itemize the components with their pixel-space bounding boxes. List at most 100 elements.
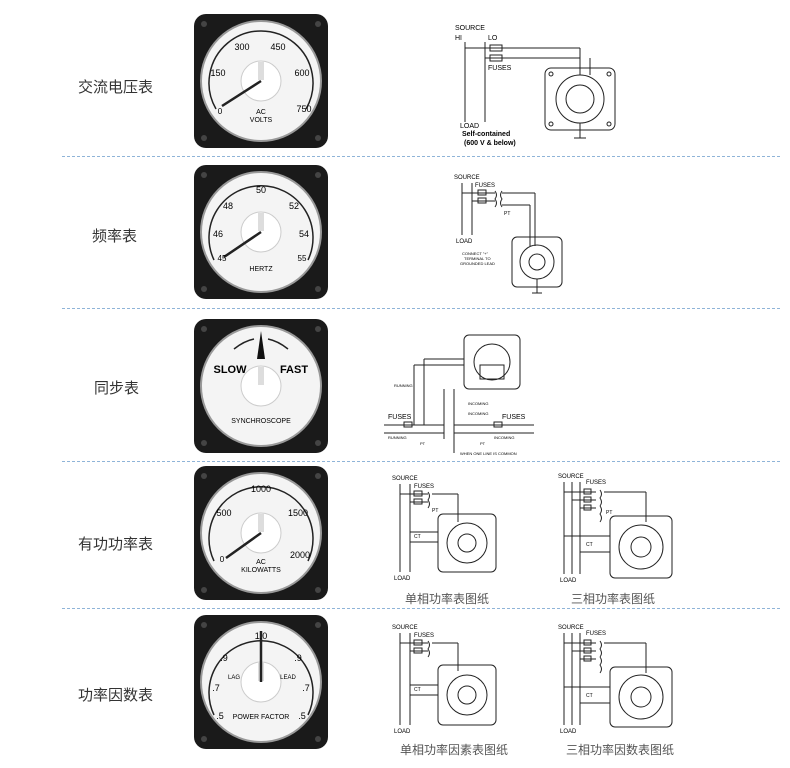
row-frequency-meter: 频率表 46 48 50 52 54 55 45 HERTZ SOUR bbox=[0, 157, 790, 309]
row-synchroscope: 同步表 SLOW FAST SYNCHROSCOPE RUNNING INCOM… bbox=[0, 309, 790, 462]
row-label: 同步表 bbox=[94, 379, 140, 397]
diagram-caption: 三相功率表图纸 bbox=[571, 592, 656, 606]
power-factor-meter-image: 1.0 .9 .7 .5 .9 .7 .5 LAG LEAD POWER FAC… bbox=[194, 615, 328, 749]
diagram-label: FUSES bbox=[502, 414, 526, 421]
row-divider bbox=[62, 461, 780, 462]
diagram-note: CONNECT "+" bbox=[462, 251, 489, 256]
diagram-label: SOURCE bbox=[455, 25, 485, 32]
diagram-label: LO bbox=[488, 35, 498, 42]
diagram-label: CT bbox=[414, 534, 421, 540]
row-divider bbox=[62, 156, 780, 157]
scale-label: .7 bbox=[212, 683, 220, 693]
diagram-label: FUSES bbox=[475, 183, 495, 189]
single-phase-pf-meter-diagram: SOURCE FUSES CT LOAD bbox=[392, 625, 497, 735]
zero-label: 0 bbox=[218, 107, 223, 116]
diagram-note: WHEN ONE LINE IS COMMON bbox=[460, 451, 517, 456]
scale-label: 55 bbox=[298, 254, 307, 263]
diagram-label: SOURCE bbox=[558, 625, 584, 631]
diagram-label: CT bbox=[586, 693, 593, 699]
zero-label: 0 bbox=[220, 555, 225, 564]
row-label: 频率表 bbox=[92, 227, 138, 245]
diagram-label: FUSES bbox=[586, 631, 606, 637]
single-phase-wattmeter-diagram: SOURCE FUSES PT CT LOAD bbox=[392, 476, 497, 582]
scale-label: 1.0 bbox=[255, 631, 268, 641]
diagram-label: RUNNING bbox=[394, 383, 413, 388]
scale-label: 1000 bbox=[251, 484, 271, 494]
row-wattmeter: 有功功率表 500 1000 1500 2000 0 AC KILOWATTS … bbox=[0, 462, 790, 609]
diagram-label: INCOMING bbox=[468, 401, 488, 406]
unit-label: VOLTS bbox=[250, 117, 273, 124]
diagram-label: LOAD bbox=[394, 729, 411, 735]
diagram-label: LOAD bbox=[394, 576, 411, 582]
scale-label: .9 bbox=[294, 653, 302, 663]
synchroscope-image: SLOW FAST SYNCHROSCOPE bbox=[194, 319, 328, 453]
diagram-label: INCOMING bbox=[468, 411, 488, 416]
scale-label: .9 bbox=[220, 653, 228, 663]
scale-label: 52 bbox=[289, 201, 299, 211]
unit-label: SYNCHROSCOPE bbox=[231, 418, 291, 425]
scale-label: 750 bbox=[296, 104, 311, 114]
ac-voltmeter-image: 150 300 450 600 750 0 AC VOLTS bbox=[194, 14, 328, 148]
unit-label: AC bbox=[256, 109, 266, 116]
unit-label: POWER FACTOR bbox=[233, 714, 290, 721]
row-power-factor-meter: 功率因数表 1.0 .9 .7 .5 .9 .7 .5 LAG LEAD POW… bbox=[0, 609, 790, 768]
scale-label: .5 bbox=[216, 711, 224, 721]
diagram-label: PT bbox=[480, 441, 486, 446]
diagram-label: PT bbox=[606, 510, 612, 516]
diagram-label: FUSES bbox=[414, 484, 434, 490]
diagram-caption: 单相功率表图纸 bbox=[405, 592, 490, 606]
diagram-note: GROUNDED LEAD bbox=[460, 261, 495, 266]
three-phase-pf-meter-diagram: SOURCE FUSES CT LOAD bbox=[558, 625, 673, 735]
diagram-label: HI bbox=[455, 35, 462, 42]
row-label: 交流电压表 bbox=[78, 78, 154, 96]
scale-label: .7 bbox=[302, 683, 310, 693]
diagram-note: (600 V & below) bbox=[464, 140, 516, 147]
ac-voltmeter-wiring-diagram: SOURCE HI LO FUSES LOAD Self-contained (… bbox=[455, 25, 616, 147]
diagram-label: INCOMING bbox=[494, 435, 514, 440]
fast-label: FAST bbox=[280, 364, 308, 376]
wattmeter-image: 500 1000 1500 2000 0 AC KILOWATTS bbox=[194, 466, 328, 600]
frequency-meter-wiring-diagram: SOURCE FUSES PT LOAD CONNECT "+" TERMINA… bbox=[454, 175, 563, 294]
lead-label: LEAD bbox=[280, 675, 296, 681]
scale-label: 500 bbox=[216, 508, 231, 518]
unit-label: AC bbox=[256, 559, 266, 566]
diagram-label: FUSES bbox=[414, 633, 434, 639]
three-phase-wattmeter-diagram: SOURCE FUSES PT CT LOAD bbox=[558, 474, 673, 584]
diagram-note: Self-contained bbox=[462, 131, 510, 138]
scale-label: 450 bbox=[270, 42, 285, 52]
diagram-label: CT bbox=[414, 687, 421, 693]
diagram-label: FUSES bbox=[388, 414, 412, 421]
scale-label: 150 bbox=[210, 68, 225, 78]
unit-label: HERTZ bbox=[249, 266, 273, 273]
scale-label: 1500 bbox=[288, 508, 308, 518]
diagram-label: SOURCE bbox=[454, 175, 480, 181]
diagram-label: LOAD bbox=[560, 729, 577, 735]
synchroscope-wiring-diagram: RUNNING INCOMING INCOMING FUSES FUSES RU… bbox=[384, 334, 534, 456]
scale-label: 48 bbox=[223, 201, 233, 211]
scale-label: 600 bbox=[294, 68, 309, 78]
diagram-label: SOURCE bbox=[558, 474, 584, 480]
row-divider bbox=[62, 608, 780, 609]
diagram-caption: 单相功率因素表图纸 bbox=[400, 743, 509, 757]
diagram-label: LOAD bbox=[560, 578, 577, 584]
diagram-label: PT bbox=[420, 441, 426, 446]
scale-label: 300 bbox=[234, 42, 249, 52]
diagram-label: PT bbox=[432, 508, 438, 514]
diagram-label: RUNNING bbox=[388, 435, 407, 440]
scale-label: 50 bbox=[256, 185, 266, 195]
unit-label: KILOWATTS bbox=[241, 567, 281, 574]
scale-label: 2000 bbox=[290, 550, 310, 560]
row-ac-voltmeter: 交流电压表 150 300 450 600 750 0 AC VOLTS bbox=[0, 0, 790, 157]
zero-label: 45 bbox=[218, 254, 227, 263]
diagram-label: FUSES bbox=[586, 480, 606, 486]
diagram-caption: 三相功率因数表图纸 bbox=[566, 743, 675, 757]
diagram-label: SOURCE bbox=[392, 476, 418, 482]
row-label: 功率因数表 bbox=[78, 686, 154, 704]
diagram-note: TERMINAL TO bbox=[464, 256, 491, 261]
lag-label: LAG bbox=[228, 675, 240, 681]
frequency-meter-image: 46 48 50 52 54 55 45 HERTZ bbox=[194, 165, 328, 299]
scale-label: .5 bbox=[298, 711, 306, 721]
row-divider bbox=[62, 308, 780, 309]
diagram-label: CT bbox=[586, 542, 593, 548]
scale-label: 46 bbox=[213, 229, 223, 239]
